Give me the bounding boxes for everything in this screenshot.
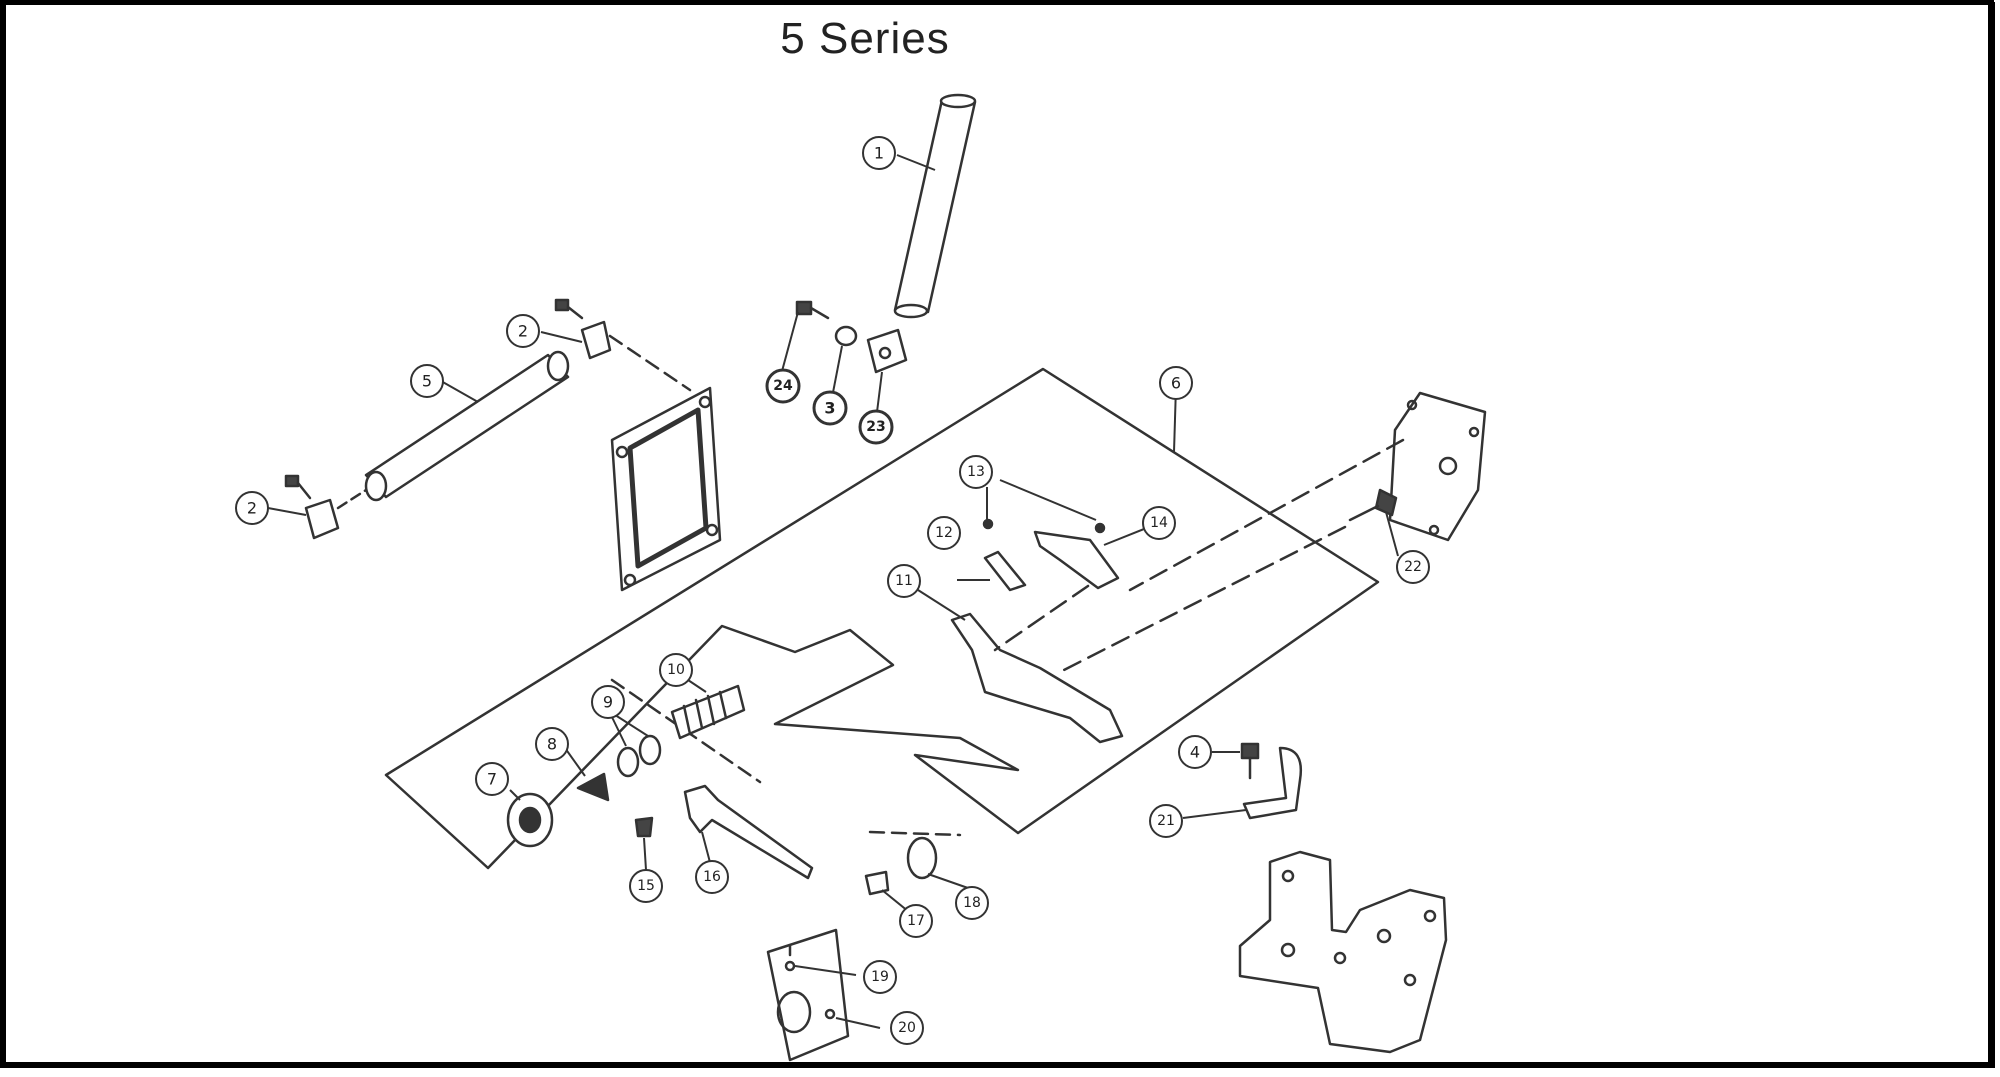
part-22-screw (1348, 488, 1398, 522)
callout-23: 23 (866, 419, 885, 435)
callout-20: 20 (898, 1020, 916, 1036)
part-1-rod (893, 93, 977, 319)
part-8-cone (576, 772, 610, 802)
callout-circle-3 (812, 390, 848, 426)
part-5-roller (364, 350, 570, 502)
callout-9: 9 (603, 693, 613, 712)
callout-circle-2a (506, 314, 540, 348)
part-2-bracket-top (554, 298, 612, 360)
part-23-clamp (866, 328, 908, 374)
callout-circle-17 (899, 904, 933, 938)
callout-17: 17 (907, 913, 925, 929)
callout-15: 15 (637, 878, 655, 894)
callout-10: 10 (667, 662, 685, 678)
callout-2b: 2 (247, 499, 257, 518)
part-2-bracket-bottom (284, 474, 340, 540)
callout-4: 4 (1190, 743, 1200, 762)
callout-circle-24 (765, 368, 801, 404)
part-14-lever (1033, 530, 1120, 590)
callout-11: 11 (895, 573, 913, 589)
part-15-screw (634, 816, 654, 838)
callout-circle-10 (659, 653, 693, 687)
callout-13: 13 (967, 464, 985, 480)
part-13-pin-b (1094, 522, 1106, 534)
callout-circle-20 (890, 1011, 924, 1045)
callout-circle-15 (629, 869, 663, 903)
part-10-spring (670, 684, 746, 740)
callout-circle-2b (235, 491, 269, 525)
callout-18: 18 (963, 895, 981, 911)
callout-circle-9 (591, 685, 625, 719)
callout-6: 6 (1171, 374, 1181, 393)
part-24-screw (795, 300, 830, 320)
callout-21: 21 (1157, 813, 1175, 829)
callout-circle-11 (887, 564, 921, 598)
callout-circle-7 (475, 762, 509, 796)
part-13-pin-a (982, 518, 994, 530)
part-18-ring (906, 836, 938, 880)
callout-circle-16 (695, 860, 729, 894)
part-21-wire (1242, 746, 1303, 820)
part-9-washer-a (616, 746, 640, 778)
callout-3: 3 (824, 399, 835, 418)
callout-2a: 2 (518, 322, 528, 341)
callout-1: 1 (874, 144, 884, 163)
callout-circle-18 (955, 886, 989, 920)
callout-12: 12 (935, 525, 953, 541)
callout-24: 24 (773, 378, 793, 394)
callout-circle-4 (1178, 735, 1212, 769)
bracket-outline (384, 367, 1380, 870)
part-9-washer-b (638, 734, 662, 766)
callout-circle-13 (959, 455, 993, 489)
part-12-lever (983, 550, 1027, 592)
part-11-lever (950, 612, 1124, 744)
callout-circle-8 (535, 727, 569, 761)
machine-body (1238, 850, 1448, 1054)
part-19-disc (766, 928, 850, 1062)
callout-14: 14 (1150, 515, 1168, 531)
callout-8: 8 (547, 735, 557, 754)
callout-7: 7 (487, 770, 497, 789)
callout-circle-1 (862, 136, 896, 170)
callout-circle-14 (1142, 506, 1176, 540)
part-3-washer (834, 325, 858, 347)
diagram-title: 5 Series (780, 14, 950, 63)
callout-circle-23 (858, 409, 894, 445)
window-plate (610, 386, 722, 592)
callout-5: 5 (422, 372, 432, 391)
callout-circle-6 (1159, 366, 1193, 400)
part-17-screw (864, 870, 890, 896)
callout-19: 19 (871, 969, 889, 985)
callout-circle-22 (1396, 550, 1430, 584)
part-4-screw (1240, 742, 1260, 780)
part-16-handle (683, 784, 814, 880)
callout-circle-19 (863, 960, 897, 994)
part-7-knob (506, 792, 554, 848)
callout-22: 22 (1404, 559, 1422, 575)
cover-plate-right (1388, 391, 1487, 542)
callout-circle-21 (1149, 804, 1183, 838)
callout-16: 16 (703, 869, 721, 885)
callout-circle-12 (927, 516, 961, 550)
callout-circle-5 (410, 364, 444, 398)
